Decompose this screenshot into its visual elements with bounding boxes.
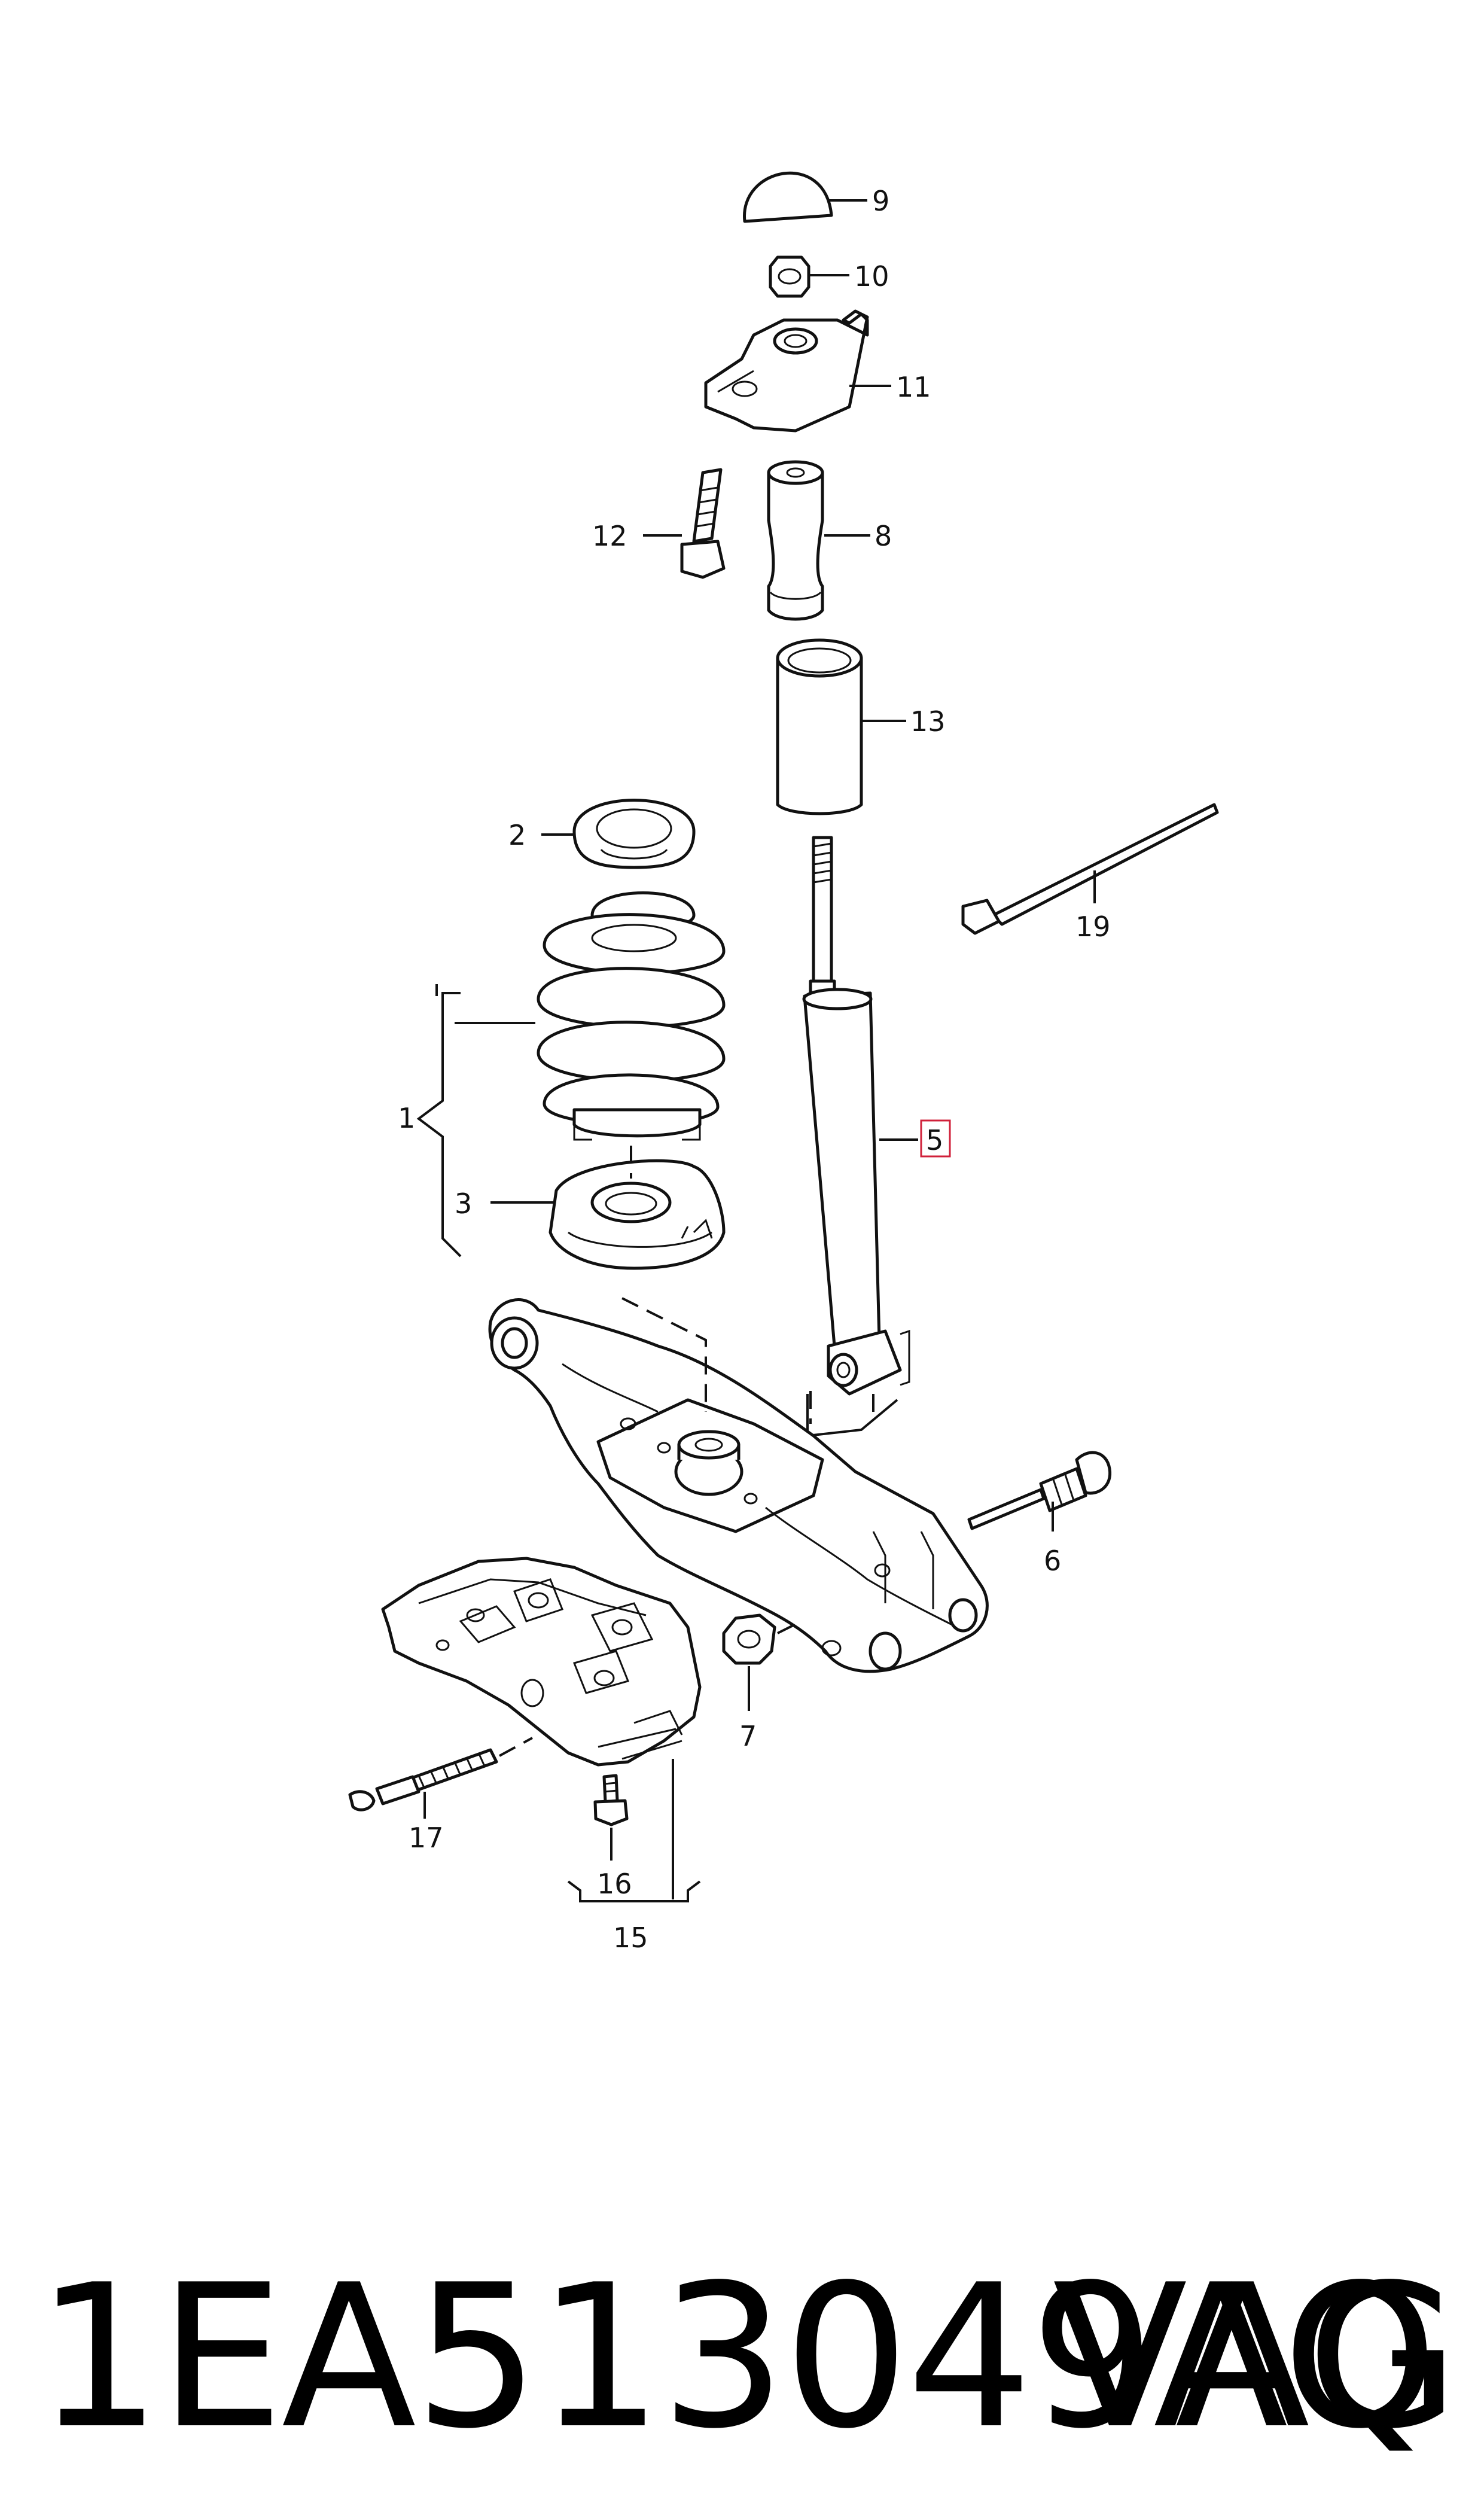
callout-11: 11 <box>896 371 931 403</box>
callout-9: 9 <box>872 185 889 217</box>
callout-16: 16 <box>597 1868 632 1900</box>
brand-name: VAG <box>1052 2242 1459 2472</box>
callout-19: 19 <box>1075 911 1111 943</box>
coil-spring-part-1: 1 <box>398 891 726 1258</box>
callout-5-highlight-box <box>920 1119 951 1158</box>
callout-17: 17 <box>409 1822 444 1854</box>
shock-absorber-part-5: 5 <box>802 836 951 1438</box>
cable-tie-part-19: 19 <box>961 803 1219 943</box>
nut-part-10: 10 <box>769 255 889 298</box>
bolt-part-12: 12 <box>592 468 726 579</box>
screw-part-16: 16 <box>593 1774 632 1900</box>
callout-3: 3 <box>455 1188 472 1220</box>
expansion-rivet-part-17: 17 <box>348 1737 533 1854</box>
trailing-arm <box>488 1297 989 1673</box>
callout-15: 15 <box>613 1922 648 1954</box>
callout-12: 12 <box>592 520 627 552</box>
spring-pad-part-2: 2 <box>508 799 696 869</box>
top-mount-part-11: 11 <box>704 309 931 433</box>
bump-stop-part-8: 8 <box>767 460 892 621</box>
spring-seat-part-3: 3 <box>455 1146 726 1270</box>
callout-10: 10 <box>854 260 889 293</box>
suspension-exploded-diagram: 9 10 11 12 8 13 <box>348 171 1219 1954</box>
nut-part-7: 7 <box>722 1613 802 1752</box>
underbody-guard-part-15: 15 <box>381 1557 702 1954</box>
part-number: 1EA513049AQ <box>36 2242 1438 2472</box>
callout-2: 2 <box>508 819 526 851</box>
long-bolt-part-6: 6 <box>967 1451 1112 1577</box>
callout-8: 8 <box>874 520 892 552</box>
callout-1: 1 <box>398 1102 415 1134</box>
callout-7: 7 <box>739 1720 757 1752</box>
callout-13: 13 <box>910 705 946 738</box>
callout-6: 6 <box>1044 1545 1061 1577</box>
protective-sleeve-part-13: 13 <box>776 638 946 815</box>
footer: 1EA513049AQ VAG <box>36 2237 1459 2477</box>
dust-cap-part-9: 9 <box>743 171 889 223</box>
callout-5: 5 <box>926 1124 943 1156</box>
